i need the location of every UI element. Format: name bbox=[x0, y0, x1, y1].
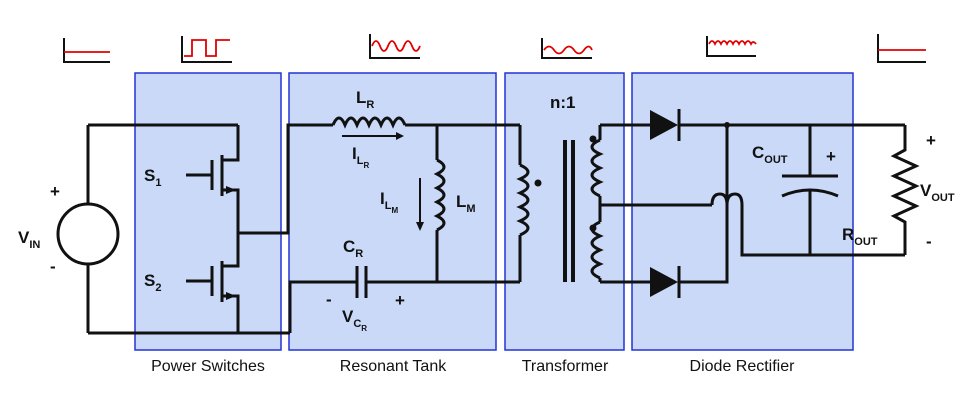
power-switches-caption: Power Switches bbox=[151, 358, 265, 375]
resistor-rout bbox=[890, 125, 920, 255]
power-switches-block bbox=[134, 72, 282, 351]
waveform-rectified bbox=[706, 36, 757, 57]
half-bridge-midpoint-wire bbox=[238, 123, 333, 235]
diode-rectifier-caption: Diode Rectifier bbox=[690, 358, 796, 375]
cout-label: COUT + bbox=[752, 143, 836, 166]
svg-text:-: - bbox=[926, 232, 932, 251]
svg-text:-: - bbox=[326, 290, 332, 309]
vcr-label: - + VCR bbox=[326, 290, 405, 333]
transformer-core bbox=[563, 140, 575, 282]
ground-return-wire bbox=[710, 192, 905, 257]
ilm-label: ILM bbox=[380, 189, 398, 215]
svg-text:+: + bbox=[826, 147, 836, 166]
svg-text:VCR: VCR bbox=[342, 307, 367, 333]
diode-top bbox=[600, 109, 905, 141]
rout-label: ROUT bbox=[842, 225, 878, 248]
switch-s1 bbox=[186, 125, 240, 233]
inductor-lm bbox=[433, 125, 446, 282]
input-voltage-source bbox=[56, 123, 290, 335]
svg-text:VIN: VIN bbox=[18, 228, 40, 251]
svg-text:+: + bbox=[926, 131, 936, 150]
s1-label: S1 bbox=[144, 166, 161, 189]
inductor-lr bbox=[331, 116, 520, 129]
resonant-tank-block bbox=[288, 72, 497, 351]
svg-text:-: - bbox=[50, 257, 56, 276]
current-arrow-ilm bbox=[416, 178, 424, 231]
waveform-sine-current bbox=[369, 34, 421, 59]
transformer-caption: Transformer bbox=[522, 358, 609, 375]
svg-text:VOUT: VOUT bbox=[920, 181, 955, 204]
lm-label: LM bbox=[456, 192, 476, 215]
ilr-label: ILR bbox=[352, 144, 369, 170]
capacitor-cout bbox=[781, 125, 839, 255]
vout-label: + VOUT - bbox=[920, 131, 955, 251]
svg-text:+: + bbox=[50, 182, 60, 201]
waveform-input-dc bbox=[63, 38, 110, 63]
s2-label: S2 bbox=[144, 271, 161, 294]
waveform-output-dc bbox=[877, 34, 926, 63]
turns-ratio-label: n:1 bbox=[550, 93, 576, 112]
resonant-tank-caption: Resonant Tank bbox=[340, 358, 447, 375]
current-arrow-ilr bbox=[342, 132, 404, 140]
capacitor-cr bbox=[288, 266, 520, 333]
transformer-primary bbox=[516, 125, 542, 282]
waveform-sine-transformer bbox=[541, 38, 593, 59]
transformer-secondary bbox=[589, 125, 712, 282]
waveform-square-wave bbox=[181, 36, 232, 63]
svg-text:COUT: COUT bbox=[752, 143, 788, 166]
diode-bottom bbox=[600, 125, 729, 298]
cr-label: CR bbox=[343, 237, 363, 260]
vin-label: + VIN - bbox=[18, 182, 60, 276]
svg-text:+: + bbox=[395, 291, 405, 310]
switch-s2 bbox=[186, 233, 240, 333]
lr-label: LR bbox=[356, 88, 374, 111]
